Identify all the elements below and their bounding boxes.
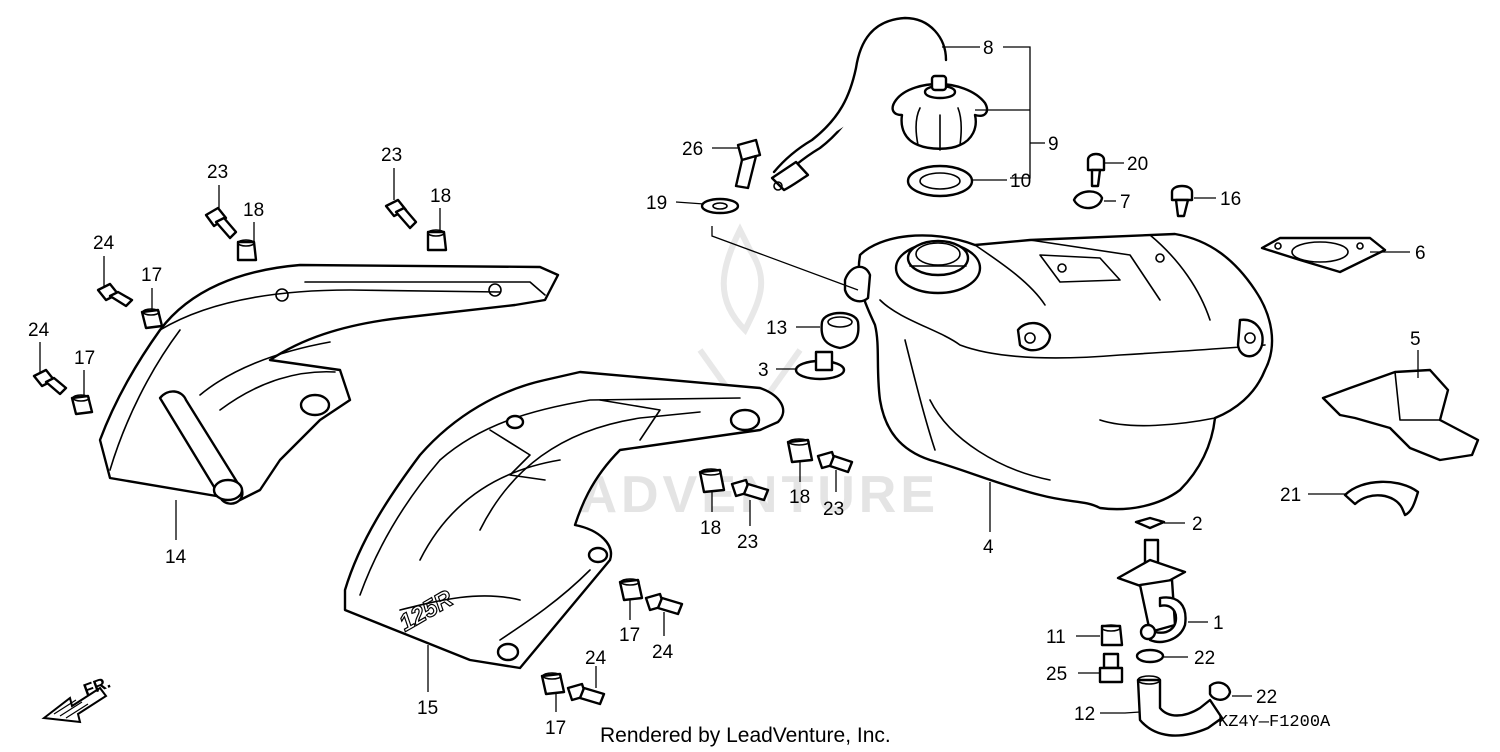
callout-labels: 8 9 10 26 19 20 7 16 6 13 3 5 4 21 2 1 1… bbox=[28, 38, 1426, 739]
collar-17d bbox=[540, 672, 566, 696]
callout-4: 4 bbox=[983, 537, 994, 558]
callout-13: 13 bbox=[766, 318, 787, 339]
bracket-6 bbox=[1260, 236, 1387, 274]
fuel-cap bbox=[891, 74, 989, 151]
callout-18b: 18 bbox=[430, 186, 451, 207]
bolt-26 bbox=[734, 138, 762, 190]
render-caption: Rendered by LeadVenture, Inc. bbox=[600, 724, 891, 747]
bolt-23d bbox=[816, 450, 854, 474]
callout-23d: 23 bbox=[823, 499, 844, 520]
fuel-valve-1 bbox=[1116, 538, 1187, 644]
callout-24d: 24 bbox=[585, 648, 607, 669]
callout-11: 11 bbox=[1046, 627, 1066, 648]
callout-17a: 17 bbox=[141, 265, 162, 286]
callout-9: 9 bbox=[1048, 134, 1059, 155]
callout-10: 10 bbox=[1010, 171, 1031, 192]
front-arrow-icon bbox=[41, 686, 108, 724]
collar-18a bbox=[236, 239, 258, 262]
clip-22a bbox=[1135, 648, 1165, 664]
front-label: FR. bbox=[81, 673, 113, 700]
bolt-23b bbox=[384, 198, 418, 230]
callout-23a: 23 bbox=[207, 162, 228, 183]
collar-18d bbox=[786, 438, 814, 464]
callout-14: 14 bbox=[165, 547, 187, 568]
nut-11 bbox=[1100, 624, 1124, 647]
bolt-24d bbox=[566, 682, 606, 706]
callout-5: 5 bbox=[1410, 329, 1421, 350]
callout-19: 19 bbox=[646, 193, 667, 214]
fuel-tank bbox=[843, 232, 1274, 511]
callout-23c: 23 bbox=[737, 532, 758, 553]
callout-22b: 22 bbox=[1256, 687, 1277, 708]
clip-22b bbox=[1208, 681, 1232, 701]
callout-2: 2 bbox=[1192, 514, 1203, 535]
callout-7: 7 bbox=[1120, 192, 1131, 213]
bolt-23c bbox=[730, 478, 770, 502]
callout-1: 1 bbox=[1213, 613, 1224, 634]
screw-25 bbox=[1098, 652, 1124, 684]
collar-17b bbox=[70, 394, 94, 416]
collar-17c bbox=[618, 578, 644, 602]
callout-8: 8 bbox=[983, 38, 994, 59]
collar-17a bbox=[140, 308, 164, 330]
washer-2 bbox=[1134, 516, 1166, 530]
diagram-code: KZ4Y—F1200A bbox=[1218, 713, 1331, 732]
collar-3 bbox=[794, 350, 846, 381]
right-shroud bbox=[98, 263, 560, 505]
breather-tube bbox=[770, 16, 948, 192]
band-21 bbox=[1343, 480, 1420, 517]
callout-24b: 24 bbox=[28, 320, 50, 341]
bolt-24c bbox=[644, 592, 684, 616]
cushion-13 bbox=[820, 311, 860, 350]
collar-18b bbox=[426, 229, 448, 252]
callout-15: 15 bbox=[417, 698, 438, 719]
bolt-23a bbox=[204, 206, 238, 240]
cap-gasket bbox=[906, 164, 974, 198]
callout-6: 6 bbox=[1415, 243, 1426, 264]
callout-21: 21 bbox=[1280, 485, 1301, 506]
callout-24a: 24 bbox=[93, 233, 115, 254]
left-shroud: 125R bbox=[343, 370, 785, 670]
callout-23b: 23 bbox=[381, 145, 402, 166]
fuel-tube-12 bbox=[1136, 675, 1224, 737]
callout-17b: 17 bbox=[74, 348, 95, 369]
bolt-20 bbox=[1086, 152, 1106, 188]
leader-lines bbox=[39, 46, 1419, 714]
callout-3: 3 bbox=[758, 360, 769, 381]
washer-19 bbox=[700, 197, 740, 215]
callout-24c: 24 bbox=[652, 642, 674, 663]
callout-20: 20 bbox=[1127, 154, 1148, 175]
collar-18c bbox=[698, 468, 726, 494]
heat-guard-5 bbox=[1321, 368, 1480, 462]
callout-25: 25 bbox=[1046, 664, 1067, 685]
callout-18a: 18 bbox=[243, 200, 264, 221]
callout-17c: 17 bbox=[619, 625, 640, 646]
front-indicator: FR. bbox=[41, 673, 113, 724]
callout-26: 26 bbox=[682, 139, 703, 160]
callout-16: 16 bbox=[1220, 189, 1241, 210]
callout-12: 12 bbox=[1074, 704, 1095, 725]
callout-18c: 18 bbox=[700, 518, 721, 539]
bolt-24b bbox=[32, 368, 68, 396]
grommet-7 bbox=[1072, 190, 1104, 210]
callout-17d: 17 bbox=[545, 718, 566, 739]
callout-22a: 22 bbox=[1194, 648, 1215, 669]
bolt-24a bbox=[96, 282, 134, 308]
bolt-16 bbox=[1170, 184, 1194, 218]
callout-18d: 18 bbox=[789, 487, 810, 508]
